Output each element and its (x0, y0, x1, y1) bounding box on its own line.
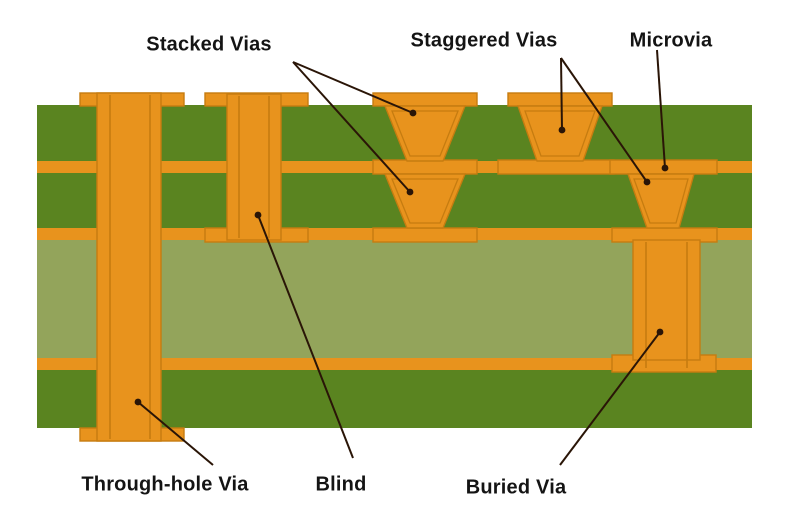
stacked-via-bottom-pad (372, 227, 478, 243)
arrow-dot-stacked-upper (409, 109, 417, 117)
label-microvia: Microvia (629, 29, 713, 52)
callout-arrows (134, 49, 669, 466)
label-buried-via: Buried Via (465, 476, 567, 499)
staggered-via-upper-microvia (517, 105, 603, 162)
arrow-stacked-upper (292, 61, 414, 114)
staggered-via-upper-hole-outline (524, 110, 596, 157)
stacked-via-upper-microvia (383, 105, 467, 162)
board-copper-layer-3 (37, 358, 752, 370)
staggered-via-top-pad (507, 92, 613, 107)
blind-via (204, 92, 309, 243)
label-blind: Blind (315, 473, 367, 496)
buried-via-barrel (632, 239, 701, 361)
label-through-hole: Through-hole Via (81, 473, 249, 496)
arrow-dot-staggered-upper (558, 126, 566, 134)
staggered-via-mid-pad (497, 159, 615, 175)
microvia-hole-outline (633, 178, 689, 224)
staggered-vias-upper (497, 92, 615, 175)
arrow-dot-blind (254, 211, 262, 219)
buried-via (611, 239, 717, 373)
arrow-dot-microvia (661, 164, 669, 172)
arrow-microvia (656, 49, 666, 169)
arrow-buried (559, 331, 661, 466)
arrow-staggered-upper (560, 57, 563, 131)
arrow-stacked-lower (292, 61, 411, 193)
arrow-staggered-lower (560, 57, 648, 183)
stacked-via-top-pad (372, 92, 478, 107)
label-staggered-vias: Staggered Vias (410, 29, 558, 52)
microvia-cone (627, 173, 695, 229)
through-hole-via (79, 92, 185, 442)
stacked-via-upper-hole-outline (391, 110, 459, 157)
arrow-dot-stacked-lower (406, 188, 414, 196)
arrow-dot-buried (656, 328, 664, 336)
stacked-via-lower-hole-outline (391, 178, 459, 224)
through-hole-via-barrel (96, 92, 162, 442)
label-stacked-vias: Stacked Vias (146, 33, 272, 56)
blind-via-barrel (226, 93, 282, 241)
arrow-dot-staggered-lower (643, 178, 651, 186)
arrow-blind (257, 214, 354, 459)
stacked-vias (372, 92, 478, 243)
arrow-dot-through-hole (134, 398, 142, 406)
arrow-through-hole (137, 401, 214, 466)
